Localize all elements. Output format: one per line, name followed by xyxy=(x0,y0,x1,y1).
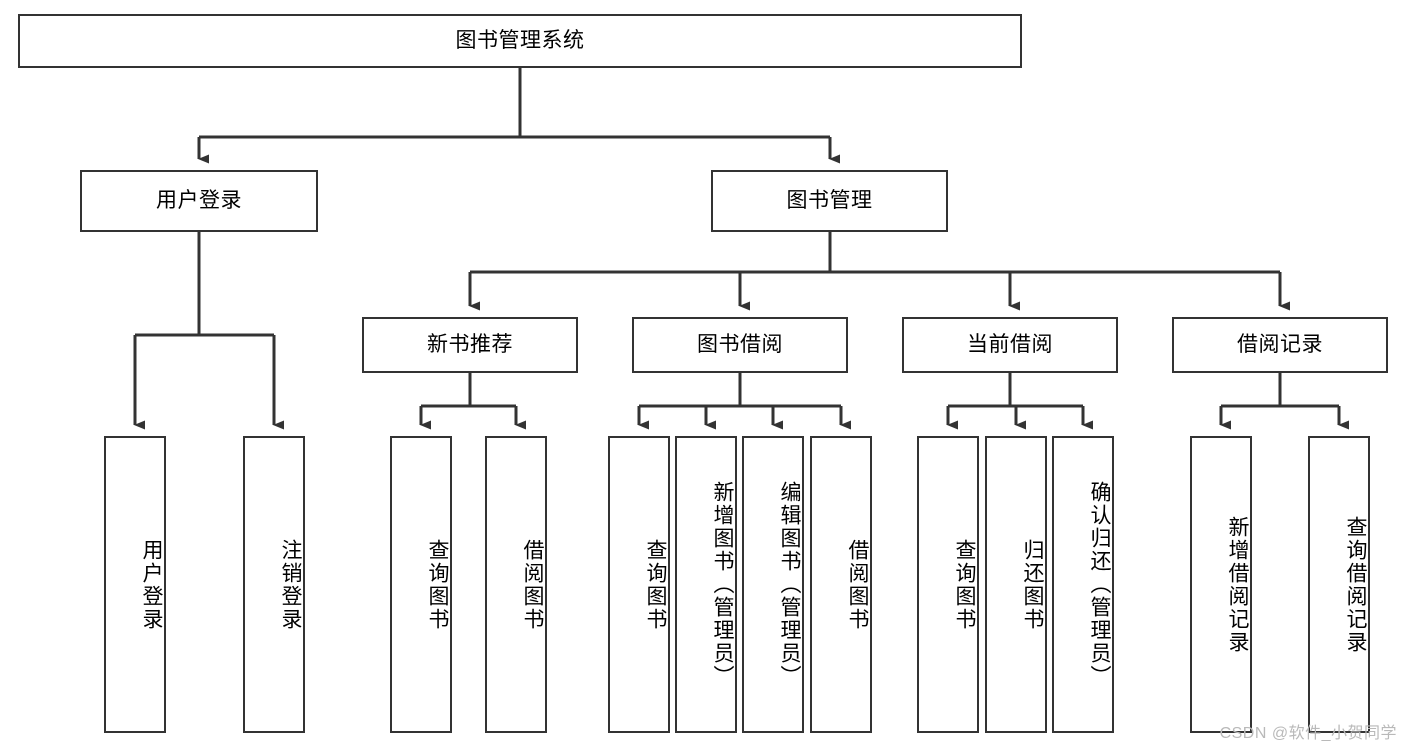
node-leaf-borrow-book[interactable]: 借阅图书 xyxy=(810,436,872,733)
node-book-borrow-label: 图书借阅 xyxy=(697,333,783,357)
node-leaf-return-book-label: 归还图书 xyxy=(1021,538,1044,631)
node-root[interactable]: 图书管理系统 xyxy=(18,14,1022,68)
node-leaf-query-book-recommend-label: 查询图书 xyxy=(426,538,449,631)
node-leaf-query-borrow-record[interactable]: 查询借阅记录 xyxy=(1308,436,1370,733)
node-current-borrow[interactable]: 当前借阅 xyxy=(902,317,1118,373)
node-user-login[interactable]: 用户登录 xyxy=(80,170,318,232)
node-book-management[interactable]: 图书管理 xyxy=(711,170,948,232)
node-leaf-add-book[interactable]: 新增图书（管理员） xyxy=(675,436,737,733)
node-leaf-add-borrow-record-label: 新增借阅记录 xyxy=(1226,515,1249,654)
node-leaf-add-borrow-record[interactable]: 新增借阅记录 xyxy=(1190,436,1252,733)
node-root-label: 图书管理系统 xyxy=(455,29,585,53)
node-leaf-logout[interactable]: 注销登录 xyxy=(243,436,305,733)
csdn-watermark: CSDN @软件_小贺同学 xyxy=(1219,725,1397,742)
node-new-book-recommend-label: 新书推荐 xyxy=(427,333,513,357)
node-leaf-query-book-borrow-label: 查询图书 xyxy=(644,538,667,631)
node-current-borrow-label: 当前借阅 xyxy=(967,333,1053,357)
node-leaf-borrow-book-label: 借阅图书 xyxy=(846,538,869,631)
node-leaf-query-book-current-label: 查询图书 xyxy=(953,538,976,631)
node-leaf-borrow-book-recommend-label: 借阅图书 xyxy=(521,538,544,631)
node-leaf-logout-label: 注销登录 xyxy=(279,538,302,631)
node-leaf-user-login-label: 用户登录 xyxy=(140,538,163,631)
node-leaf-user-login[interactable]: 用户登录 xyxy=(104,436,166,733)
node-leaf-borrow-book-recommend[interactable]: 借阅图书 xyxy=(485,436,547,733)
node-leaf-confirm-return[interactable]: 确认归还（管理员） xyxy=(1052,436,1114,733)
node-leaf-query-book-recommend[interactable]: 查询图书 xyxy=(390,436,452,733)
node-leaf-add-book-label: 新增图书（管理员） xyxy=(711,481,734,688)
node-borrow-record[interactable]: 借阅记录 xyxy=(1172,317,1388,373)
node-user-login-label: 用户登录 xyxy=(156,189,242,213)
node-book-management-label: 图书管理 xyxy=(786,189,873,213)
node-leaf-confirm-return-label: 确认归还（管理员） xyxy=(1088,481,1111,688)
node-book-borrow[interactable]: 图书借阅 xyxy=(632,317,848,373)
node-leaf-query-book-borrow[interactable]: 查询图书 xyxy=(608,436,670,733)
node-leaf-query-borrow-record-label: 查询借阅记录 xyxy=(1344,515,1367,654)
node-leaf-return-book[interactable]: 归还图书 xyxy=(985,436,1047,733)
node-borrow-record-label: 借阅记录 xyxy=(1237,333,1323,357)
node-leaf-edit-book[interactable]: 编辑图书（管理员） xyxy=(742,436,804,733)
node-leaf-query-book-current[interactable]: 查询图书 xyxy=(917,436,979,733)
node-new-book-recommend[interactable]: 新书推荐 xyxy=(362,317,578,373)
node-leaf-edit-book-label: 编辑图书（管理员） xyxy=(778,481,801,688)
